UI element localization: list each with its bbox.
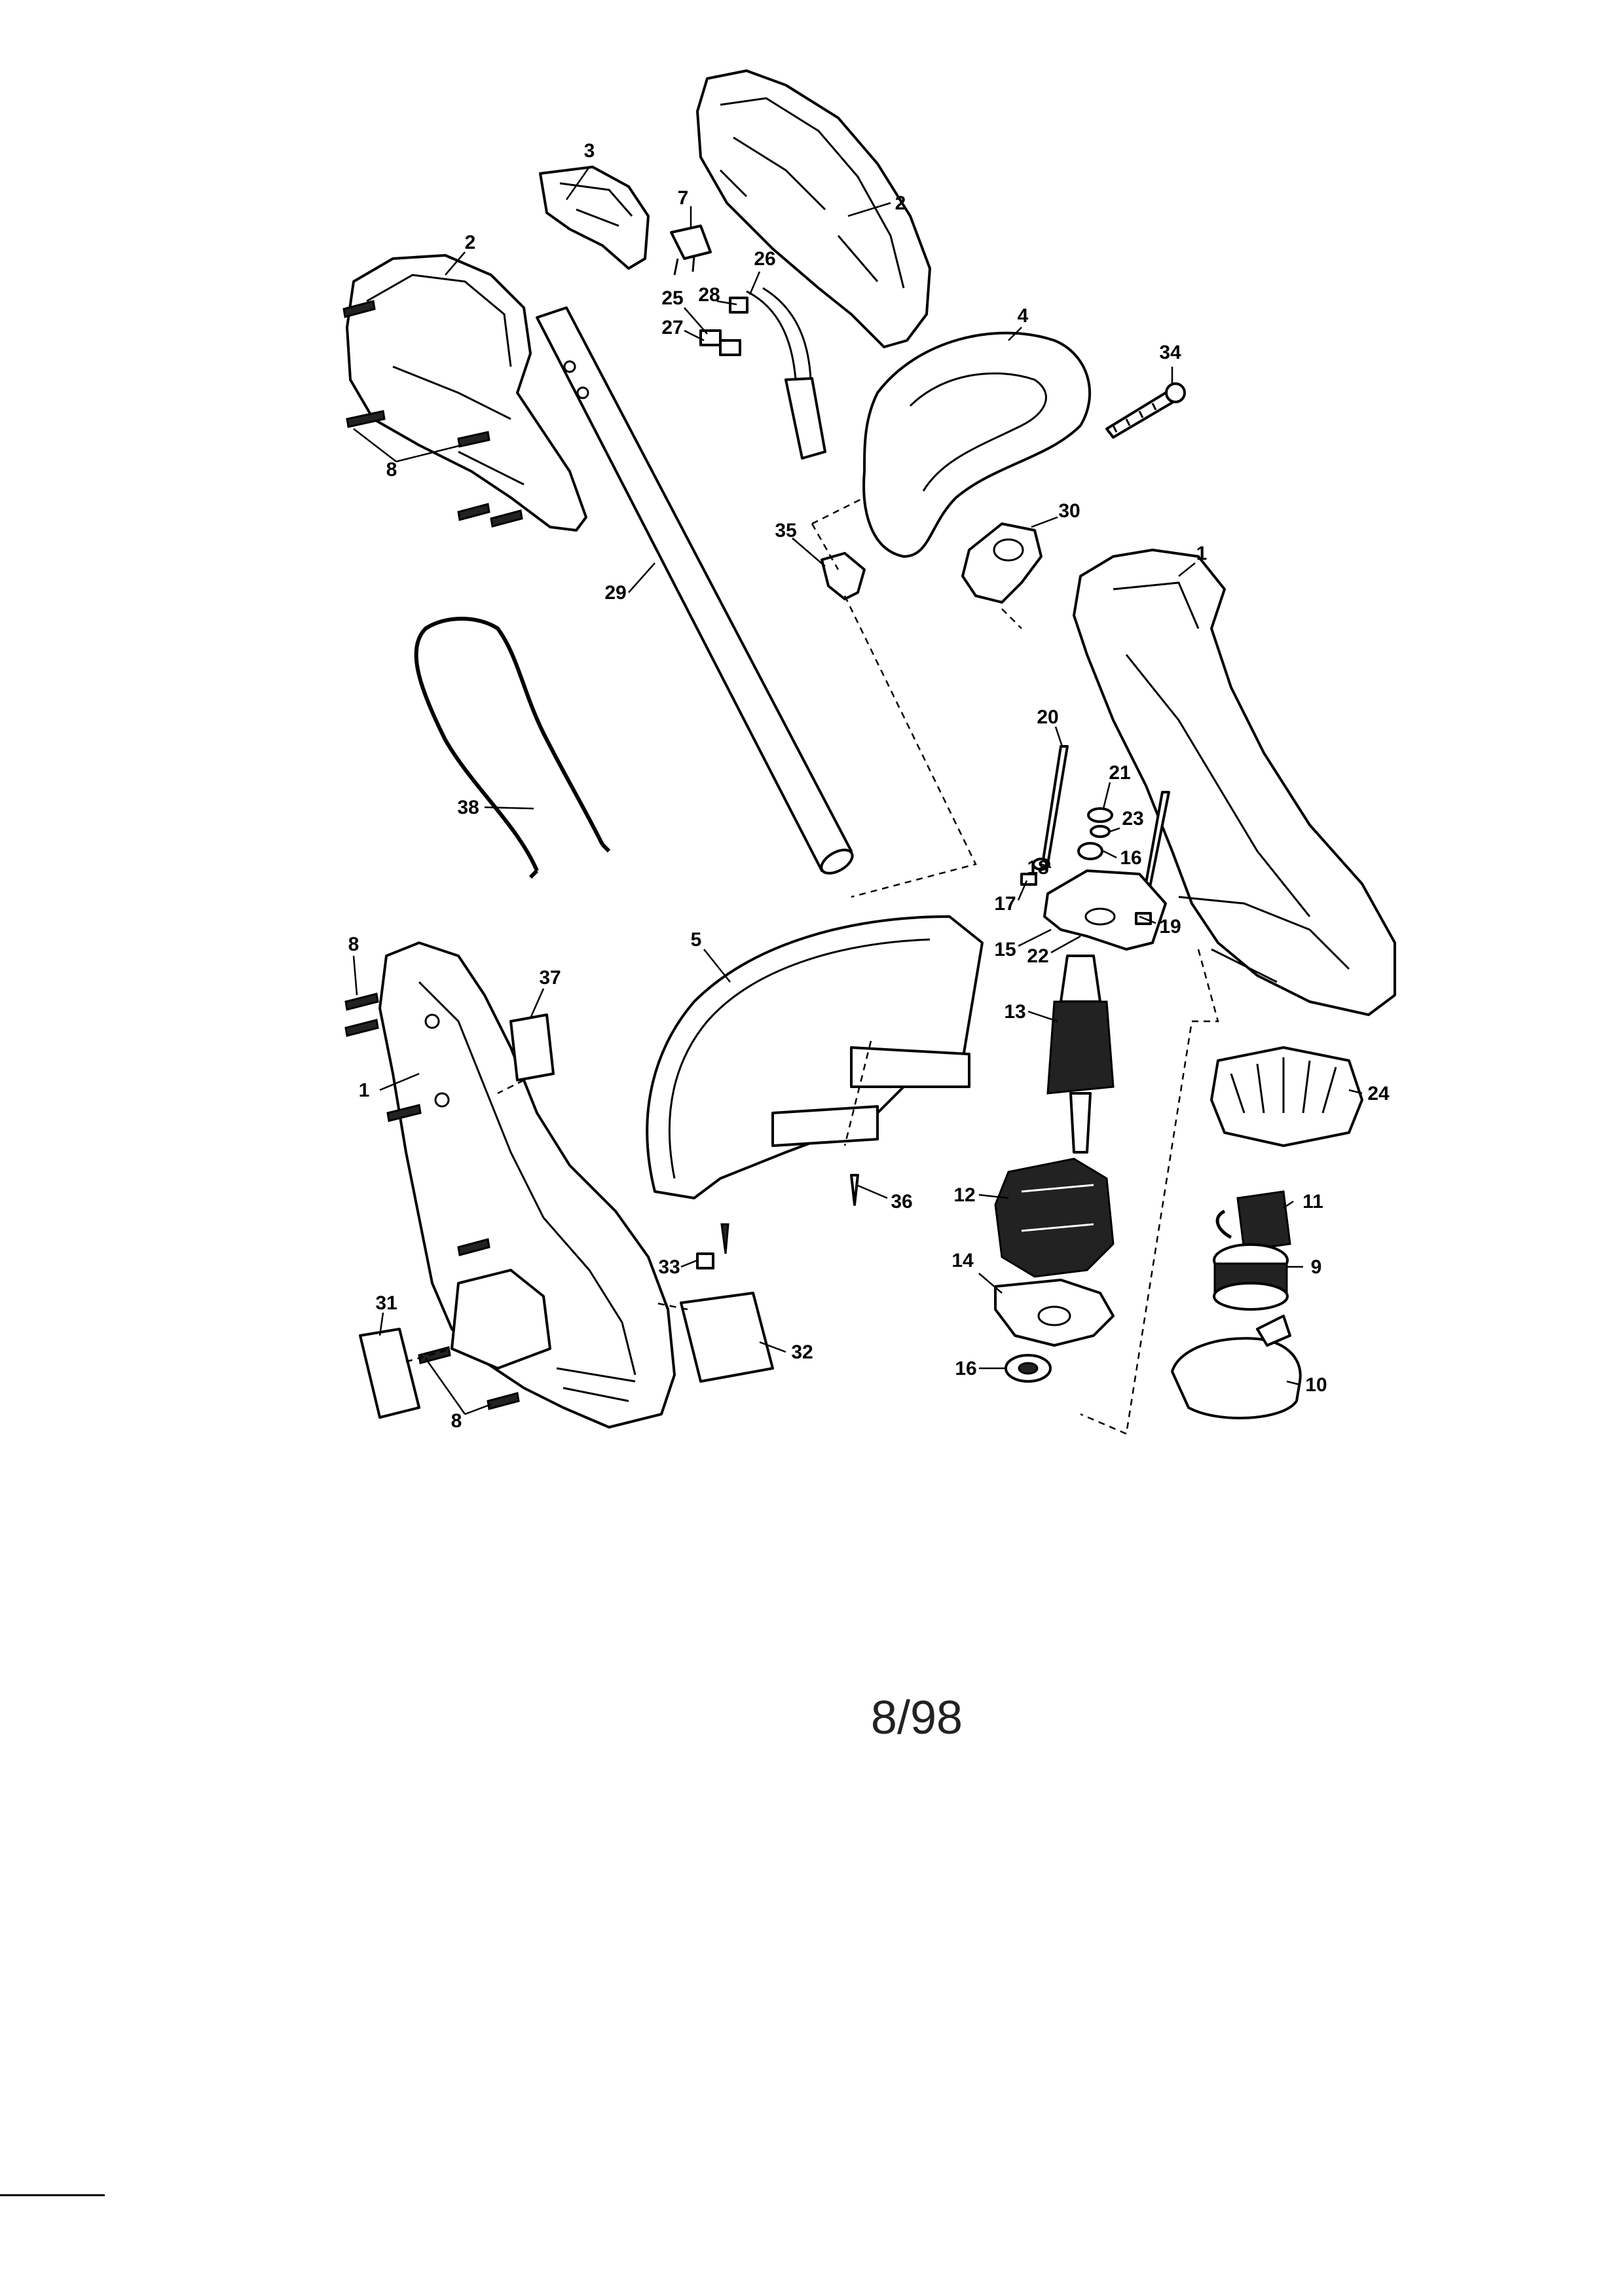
callout-13: 13 — [1004, 1001, 1025, 1023]
callout-2-left: 2 — [465, 232, 476, 253]
callout-38: 38 — [457, 797, 479, 818]
part-8-screws — [342, 300, 729, 1410]
callout-28: 28 — [698, 284, 720, 306]
callout-2-upper: 2 — [895, 192, 906, 214]
callout-26: 26 — [754, 248, 775, 270]
part-32-label — [680, 1292, 774, 1383]
page-number: 8/98 — [871, 1692, 963, 1744]
part-4-auxiliary-handle — [862, 331, 1091, 558]
part-37-label — [509, 1013, 555, 1082]
callout-8-middle: 8 — [348, 934, 360, 955]
part-7-switch — [670, 225, 712, 276]
part-30-handle-clamp — [961, 522, 1043, 604]
callout-23: 23 — [1122, 808, 1143, 829]
callout-32: 32 — [791, 1341, 813, 1363]
callout-4: 4 — [1018, 305, 1029, 327]
parts-15-19-brush-holder — [1020, 858, 1167, 951]
callout-8-upper: 8 — [386, 459, 397, 481]
part-16-bearing — [1005, 1354, 1052, 1383]
callout-35: 35 — [775, 520, 796, 541]
part-2-left-handle-housing — [346, 254, 587, 532]
callout-27: 27 — [661, 317, 683, 338]
part-35-wing-nut — [821, 552, 866, 600]
callout-19: 19 — [1159, 916, 1181, 938]
callout-12: 12 — [953, 1184, 975, 1206]
part-2-upper-handle-housing — [696, 69, 931, 348]
callout-31: 31 — [375, 1292, 397, 1314]
callout-21: 21 — [1109, 762, 1130, 784]
callout-5: 5 — [691, 929, 702, 951]
callout-7: 7 — [678, 187, 689, 209]
part-12-field-stator — [994, 1157, 1115, 1278]
part-36-screw — [850, 1174, 859, 1206]
callout-25: 25 — [661, 287, 683, 309]
callout-8-lower: 8 — [451, 1410, 462, 1432]
callout-33: 33 — [658, 1256, 680, 1278]
callout-16-lower: 16 — [955, 1358, 976, 1379]
callout-36: 36 — [891, 1191, 912, 1212]
callout-20: 20 — [1037, 706, 1058, 728]
callout-37: 37 — [539, 967, 561, 989]
callout-17: 17 — [994, 893, 1016, 915]
part-11-spring — [1236, 1190, 1291, 1252]
part-38-guard-wire — [414, 617, 611, 879]
part-24-fan — [1210, 1046, 1363, 1147]
part-1-upper-main-housing — [1073, 549, 1396, 1016]
callout-24: 24 — [1367, 1083, 1390, 1104]
callout-22: 22 — [1027, 945, 1048, 967]
assembly-lines — [405, 496, 1219, 1435]
leader-lines — [352, 166, 1363, 1415]
callout-1-upper: 1 — [1196, 543, 1208, 564]
callout-15: 15 — [994, 939, 1016, 960]
callout-18: 18 — [1027, 857, 1048, 879]
callout-14: 14 — [951, 1250, 974, 1271]
part-9-spool — [1213, 1209, 1289, 1311]
callout-9: 9 — [1311, 1256, 1322, 1278]
callout-3: 3 — [584, 140, 595, 162]
part-1-lower-main-housing — [378, 941, 676, 1429]
callout-29: 29 — [604, 582, 626, 604]
parts-21-23-washers — [1077, 807, 1113, 860]
callout-1-lower: 1 — [359, 1080, 370, 1101]
part-13-armature — [1046, 955, 1115, 1154]
part-29-shaft-tube — [536, 306, 854, 875]
callout-16-upper: 16 — [1120, 847, 1141, 869]
callout-11: 11 — [1302, 1191, 1323, 1212]
callout-30: 30 — [1058, 500, 1080, 522]
part-14-end-bracket — [994, 1279, 1115, 1347]
callout-10: 10 — [1305, 1374, 1327, 1396]
callout-34: 34 — [1159, 342, 1181, 363]
callout-labels: 3 2 7 2 26 25 28 27 4 34 8 30 35 1 29 20… — [348, 140, 1390, 1432]
part-31-label — [359, 1328, 420, 1419]
part-10-spool-cover — [1171, 1315, 1302, 1420]
part-34-bolt — [1105, 382, 1186, 439]
parts-25-28-wire-harness — [699, 287, 826, 460]
part-20-screw — [1041, 745, 1069, 866]
part-33-nut — [696, 1252, 714, 1269]
part-3-switch-cover — [539, 166, 650, 270]
part-5-grass-guard — [646, 915, 984, 1199]
